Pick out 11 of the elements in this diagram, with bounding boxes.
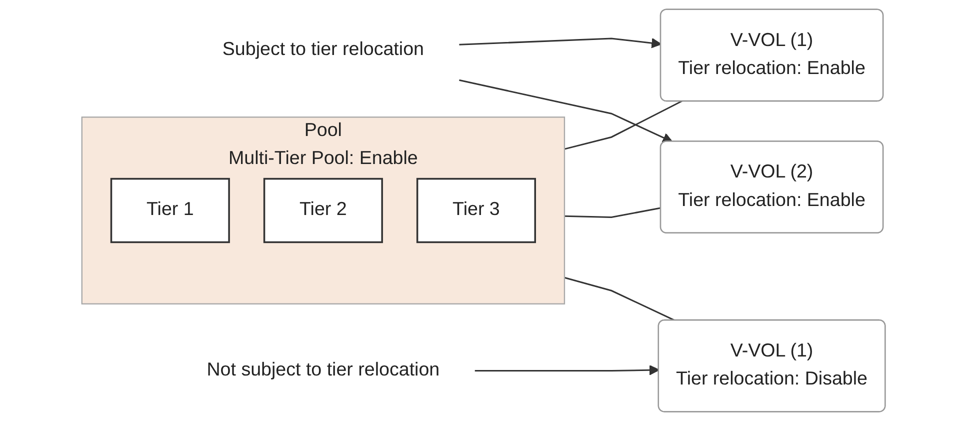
- node-box: Tier 1: [110, 178, 230, 244]
- arrow: [459, 38, 662, 48]
- node-text: Not subject to tier relocation: [206, 360, 440, 380]
- node-box: Tier 3: [416, 178, 536, 244]
- node-box: Tier 2: [263, 178, 383, 244]
- connector: [564, 207, 661, 218]
- connector: [564, 100, 682, 150]
- arrow: [459, 79, 673, 143]
- node-text: Subject to tier relocation: [222, 40, 424, 60]
- arrow: [474, 364, 660, 376]
- connector: [564, 276, 674, 321]
